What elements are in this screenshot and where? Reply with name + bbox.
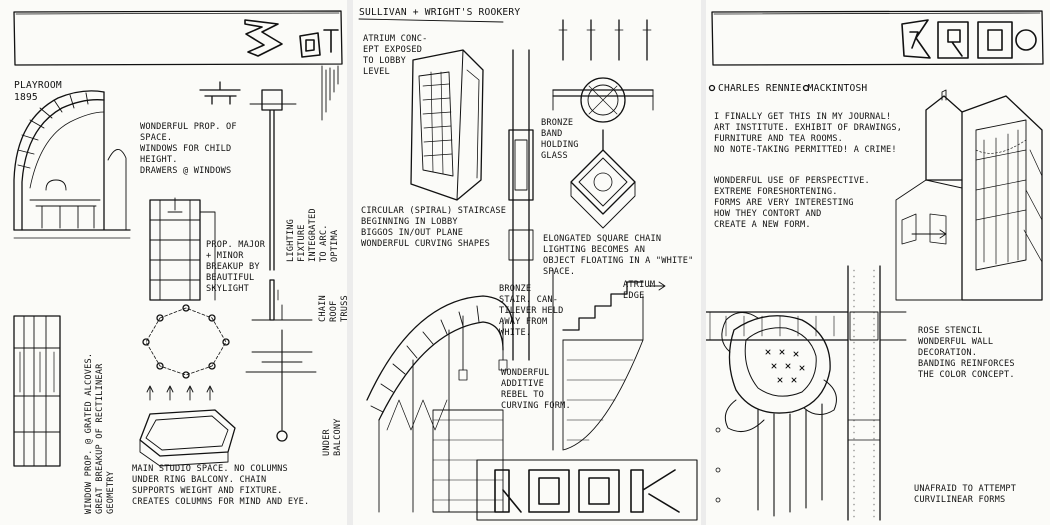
header-box (711, 10, 1044, 66)
atrium-edge-sketch (552, 269, 666, 451)
grated-alcove-window (13, 315, 61, 467)
square-chain-light (570, 129, 636, 229)
ring-balcony-plan (142, 304, 230, 401)
ornament-glyph (244, 19, 339, 58)
note-bronze-stair: BRONZE STAIR. CAN- TILEVER HELD AWAY FRO… (499, 284, 564, 338)
mackintosh-header: CHARLES RENNIE MACKINTOSH (718, 83, 868, 94)
note-child-height: WONDERFUL PROP. OF SPACE. WINDOWS FOR CH… (140, 122, 237, 176)
note-bronze-band: BRONZE BAND HOLDING GLASS (541, 118, 579, 161)
hanging-light-sketch (552, 19, 654, 123)
stair-shelf-sketch (149, 197, 216, 301)
perspective-tower-sketch (895, 89, 1043, 301)
note-main-studio: MAIN STUDIO SPACE. NO COLUMNS UNDER RING… (132, 464, 310, 507)
note-elongated-light: ELONGATED SQUARE CHAIN LIGHTING BECOMES … (543, 234, 694, 277)
note-atrium: ATRIUM CONC- EPT EXPOSED TO LOBBY LEVEL (363, 34, 428, 77)
note-perspective: WONDERFUL USE OF PERSPECTIVE. EXTREME FO… (714, 176, 870, 230)
sketch-page-2: SULLIVAN + WRIGHT'S ROOKERY ATRIUM CONC-… (353, 0, 701, 525)
note-chain-ring: CHAIN ROOF TRUSS RING (318, 295, 347, 322)
rook-ornament (476, 459, 698, 521)
spiral-stair-sketch (366, 295, 514, 513)
sketch-page-1: PLAYROOM 1895 WONDERFUL PROP. OF SPACE. … (0, 0, 347, 525)
note-unafraid: UNAFRAID TO ATTEMPT CURVILINEAR FORMS (914, 484, 1017, 505)
ornament-glyph (901, 19, 1037, 59)
bronze-band-column (508, 49, 534, 361)
header-underline (358, 18, 504, 23)
atrium-tower-sketch (410, 49, 484, 201)
note-under-balcony: UNDER BALCONY (322, 418, 343, 456)
bullet-dot (708, 84, 716, 92)
note-atrium-edge: ATRIUM EDGE (623, 280, 656, 301)
rose-stencil-sketch (721, 312, 837, 517)
page1-sketches (13, 10, 343, 467)
arrow-icon (911, 229, 947, 239)
bullet-dot (802, 84, 810, 92)
dot-column (715, 427, 721, 503)
chain-fixture-sketch (245, 304, 317, 442)
rookery-header: SULLIVAN + WRIGHT'S ROOKERY (359, 7, 521, 18)
note-staircase: CIRCULAR (SPIRAL) STAIRCASE BEGINNING IN… (361, 206, 507, 249)
page2-sketches (358, 18, 698, 521)
note-journal: I FINALLY GET THIS IN MY JOURNAL! ART IN… (714, 112, 903, 155)
note-rose-stencil: ROSE STENCIL WONDERFUL WALL DECORATION. … (918, 326, 1015, 380)
page3-sketches (706, 10, 1044, 521)
note-grated-alcoves: WINDOW PROP. @ GRATED ALCOVES. GREAT BRE… (84, 352, 116, 514)
note-lighting-fixture: LIGHTING FIXTURE INTEGRATED TO ARC. OPTI… (286, 208, 340, 262)
header-box (13, 10, 343, 66)
octagonal-ring-sketch (139, 409, 236, 467)
playroom-arch-sketch (13, 90, 131, 239)
note-additive: WONDERFUL ADDITIVE REBEL TO CURVING FORM… (501, 368, 571, 411)
note-skylight: PROP. MAJOR + MINOR BREAKUP BY BEAUTIFUL… (206, 240, 266, 294)
sketch-page-3: CHARLES RENNIE MACKINTOSH I FINALLY GET … (706, 0, 1050, 525)
playroom-label: PLAYROOM 1895 (14, 80, 62, 103)
hatched-wall (321, 65, 339, 121)
